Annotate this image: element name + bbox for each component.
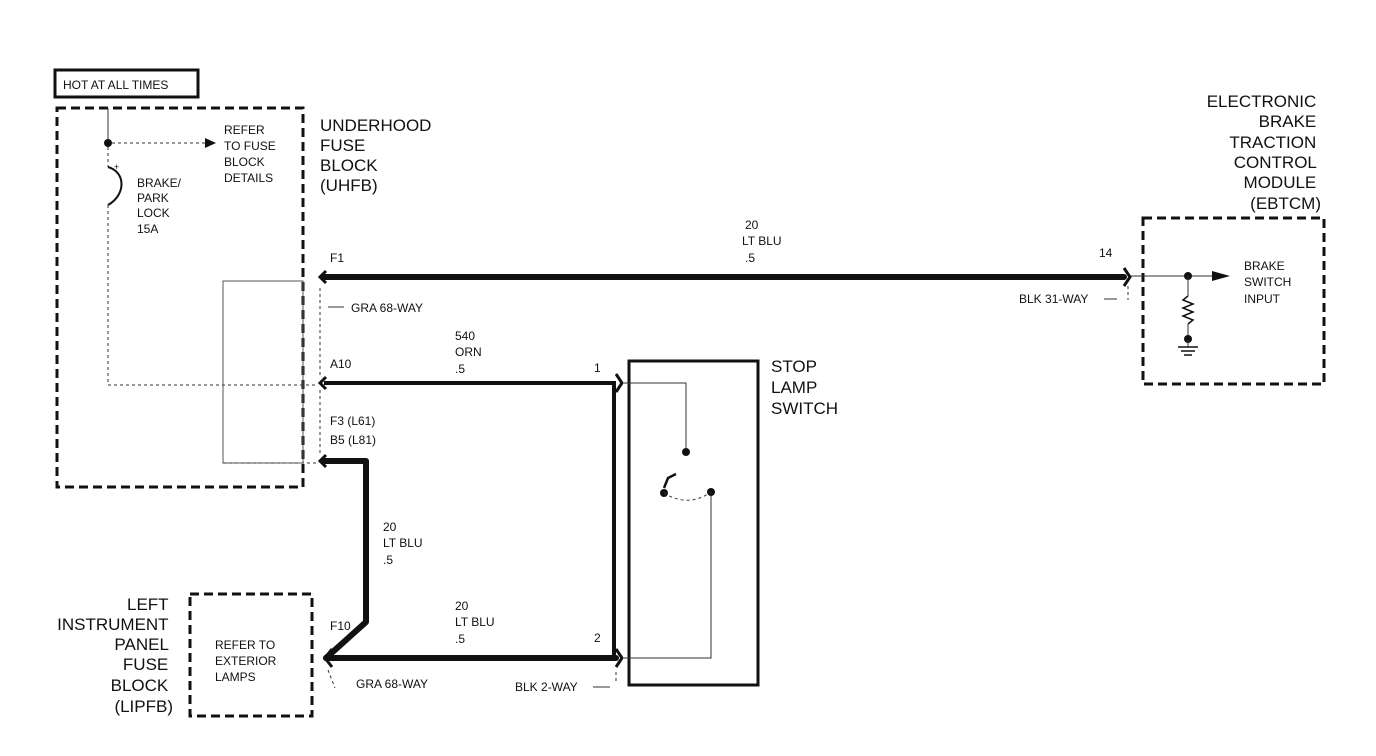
- wire-bottom-spec: 20 LT BLU .5: [455, 599, 498, 646]
- wire-f3-to-f10: 20 LT BLU .5: [321, 458, 426, 661]
- switch-pin2-terminal: [614, 648, 624, 668]
- ebtcm-name: ELECTRONIC BRAKE TRACTION CONTROL MODULE…: [1207, 92, 1321, 213]
- svg-text:+: +: [114, 162, 119, 172]
- lipfb-name: LEFT INSTRUMENT PANEL FUSE BLOCK (LIPFB): [57, 595, 173, 716]
- refer-arrow-icon: [205, 138, 216, 148]
- switch-outline: [627, 359, 760, 687]
- ebtcm-outline: [1141, 216, 1326, 386]
- uhfb-internal-box: [222, 280, 304, 464]
- fuse-icon: [107, 166, 123, 206]
- ebtcm-connector-label: BLK 31-WAY: [1019, 292, 1088, 306]
- switch-pin1-label: 1: [594, 361, 601, 375]
- pin-f10-label: F10: [330, 619, 351, 633]
- pin-f1-terminal: [317, 269, 328, 285]
- refer-exterior-lamps-note: REFER TO EXTERIOR LAMPS: [215, 638, 280, 684]
- refer-fuse-block-note: REFER TO FUSE BLOCK DETAILS: [224, 123, 279, 185]
- brake-switch-input-label: BRAKE SWITCH INPUT: [1244, 259, 1295, 306]
- wire-orn-spec: 540 ORN .5: [455, 329, 485, 376]
- input-arrow-icon: [1212, 271, 1230, 281]
- stop-lamp-switch: 1 2 STOP LAMP SWITCH BLK 2-WAY: [515, 357, 838, 694]
- ebtcm-pin-label: 14: [1099, 246, 1113, 260]
- lipfb-outline: [188, 592, 314, 718]
- stop-lamp-switch-name: STOP LAMP SWITCH: [771, 357, 838, 418]
- pin-f3-terminal: [317, 453, 328, 469]
- hot-at-all-times-box: HOT AT ALL TIMES: [53, 68, 200, 99]
- lipfb-connector-label: GRA 68-WAY: [356, 677, 428, 691]
- fuse-label: BRAKE/ PARK LOCK 15A: [137, 176, 184, 236]
- pulldown-resistor-icon: [1180, 295, 1196, 325]
- uhfb-connector-label: GRA 68-WAY: [351, 301, 423, 315]
- switch-connector-label: BLK 2-WAY: [515, 680, 578, 694]
- pin-f3-label: F3 (L61): [330, 414, 375, 428]
- switch-actuator-icon: [662, 472, 677, 489]
- ground-icon: [1178, 339, 1198, 356]
- wire-a10-orn: 540 ORN .5: [324, 329, 616, 385]
- wire-top-spec: 20 LT BLU .5: [742, 218, 785, 265]
- pin-f1-label: F1: [330, 251, 344, 265]
- ebtcm-module: 14 BLK 31-WAY BRAKE SWITCH INPUT ELECTRO…: [1019, 92, 1326, 386]
- uhfb-splice-dot: [104, 139, 112, 147]
- uhfb-name: UNDERHOOD FUSE BLOCK (UHFB): [320, 116, 436, 195]
- pin-f10-terminal: [323, 648, 334, 668]
- left-instrument-panel-fuse-block: F10 GRA 68-WAY REFER TO EXTERIOR LAMPS L…: [57, 592, 428, 718]
- hot-at-all-times-label: HOT AT ALL TIMES: [63, 78, 168, 92]
- switch-contact-icon: [663, 491, 712, 501]
- pin-a10-label: A10: [330, 357, 352, 371]
- pin-b5-label: B5 (L81): [330, 433, 376, 447]
- underhood-fuse-block: + BRAKE/ PARK LOCK 15A REFER TO FUSE BLO…: [55, 106, 436, 489]
- wire-vertical-spec: 20 LT BLU .5: [383, 520, 426, 567]
- wire-f1-to-ebtcm: 20 LT BLU .5: [321, 218, 1127, 280]
- switch-pin1-terminal: [614, 373, 624, 393]
- pin-a10-terminal: [317, 375, 328, 391]
- wire-f10-to-switch: 20 LT BLU .5: [323, 599, 619, 661]
- ebtcm-pin14-terminal: [1122, 267, 1132, 287]
- switch-pin2-label: 2: [594, 631, 601, 645]
- uhfb-connector: GRA 68-WAY F1 A10 F3 (L61) B5 (L81): [317, 251, 423, 469]
